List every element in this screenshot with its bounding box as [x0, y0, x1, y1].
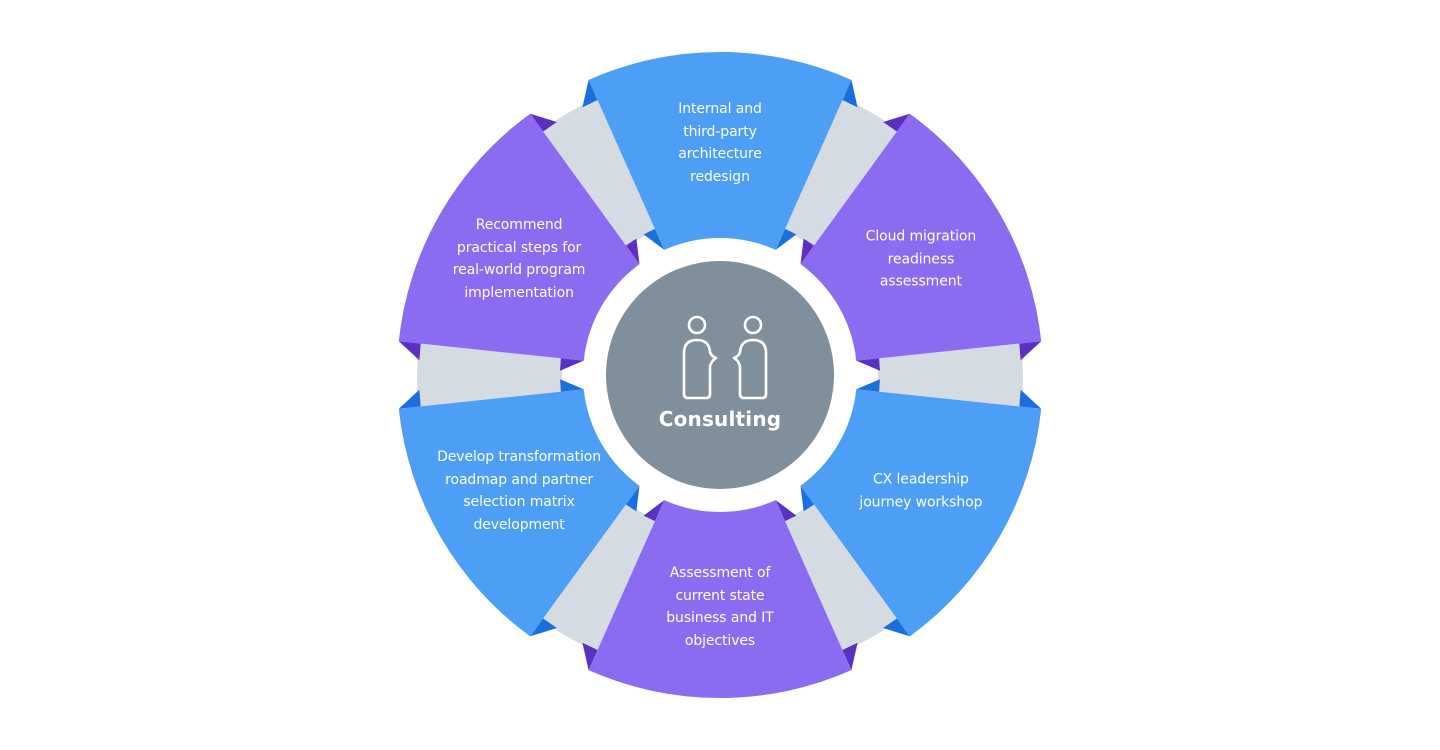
segment-fold	[800, 485, 815, 512]
segment-shape	[588, 500, 852, 699]
segment-label-line: CX leadership	[873, 471, 969, 488]
segment-label-line: Internal and	[678, 101, 762, 117]
segment-shape	[800, 389, 1042, 637]
segment-fold	[883, 618, 910, 637]
two-people-conversation-icon	[682, 315, 768, 400]
connector-bands	[417, 96, 1023, 654]
segment-label-line: assessment	[879, 273, 962, 290]
segment-upper-left	[398, 113, 640, 371]
segment-label-line: architecture	[678, 146, 762, 162]
segment-shape	[800, 113, 1042, 361]
segment-label-line: objectives	[684, 632, 756, 649]
connector-band	[417, 338, 564, 412]
segment-label-line: third-party	[683, 123, 757, 140]
segment-fold	[530, 618, 557, 637]
segment-fold	[530, 113, 557, 132]
segment-fold	[775, 228, 797, 250]
segment-label-line: roadmap and partner	[445, 471, 594, 488]
segment-label-line: redesign	[690, 168, 750, 185]
center-circle	[606, 261, 834, 489]
segment-lower-right	[800, 379, 1042, 637]
segment-bottom	[582, 500, 858, 699]
segment-label-line: implementation	[464, 284, 574, 301]
segment-upper-right	[800, 113, 1042, 371]
segment-fold	[398, 341, 421, 361]
segment-fold	[775, 500, 797, 522]
segment-label-line: Cloud migration	[865, 228, 977, 245]
connector-band	[781, 96, 903, 249]
segment-fold	[398, 389, 421, 409]
segment-label-lower-left: Develop transformation roadmap and partne…	[424, 446, 614, 536]
connector-band	[781, 501, 903, 654]
segment-fold	[883, 113, 910, 132]
segment-fold	[1019, 341, 1042, 361]
segment-fold	[560, 358, 584, 371]
segment-fold	[625, 238, 640, 265]
segment-fold	[842, 642, 858, 671]
segment-fold	[643, 228, 665, 250]
connector-band	[876, 338, 1023, 412]
segment-label-line: development	[473, 516, 565, 533]
segment-top	[582, 51, 858, 250]
segment-fold	[842, 79, 858, 108]
segment-label-line: readiness	[887, 250, 955, 267]
connector-band	[537, 501, 659, 654]
segment-shape	[398, 389, 640, 637]
segment-fold	[643, 500, 665, 522]
segment-fold	[1019, 389, 1042, 409]
segment-lower-left	[398, 379, 640, 637]
segment-label-upper-right: Cloud migration readiness assessment	[826, 225, 1016, 293]
segment-label-line: practical steps for	[456, 239, 582, 256]
segment-fold	[856, 379, 880, 392]
segment-label-line: Assessment of	[669, 565, 771, 581]
segment-fold	[582, 79, 598, 108]
segment-label-line: Recommend	[475, 217, 563, 233]
segment-fold	[625, 485, 640, 512]
connector-band	[537, 96, 659, 249]
segment-shape	[398, 113, 640, 361]
segment-fold	[800, 238, 815, 265]
segment-label-line: selection matrix	[463, 494, 575, 510]
segment-label-line: Develop transformation	[437, 449, 602, 465]
segment-label-upper-left: Recommend practical steps for real-world p…	[424, 214, 614, 304]
segment-fold	[560, 379, 584, 392]
segment-label-line: business and IT	[666, 610, 774, 626]
wheel-segments	[398, 51, 1042, 699]
segment-label-bottom: Assessment of current state business and I…	[625, 562, 815, 652]
segment-label-line: journey workshop	[859, 494, 983, 510]
segment-shape	[588, 51, 852, 250]
segment-label-line: real-world program	[452, 262, 586, 278]
center-title: Consulting	[658, 407, 782, 431]
segment-label-lower-right: CX leadership journey workshop	[826, 469, 1016, 514]
segment-fold	[856, 358, 880, 371]
segment-label-top: Internal and third-party architecture redes…	[625, 98, 815, 188]
segment-label-line: current state	[675, 587, 765, 604]
segment-fold	[582, 642, 598, 671]
